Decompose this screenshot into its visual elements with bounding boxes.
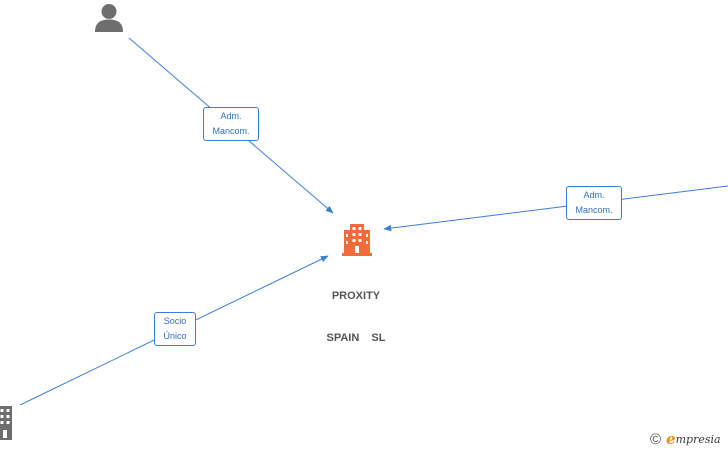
copyright-symbol: © — [650, 430, 662, 448]
focus-company-name-line1: PROXITY — [331, 290, 381, 302]
edge-label-line2: Mancom. — [575, 205, 613, 215]
edge-label-line1: Socio — [163, 316, 187, 326]
edge-label-line1: Adm. — [583, 190, 605, 200]
company-bottom-left-building-icon[interactable] — [0, 404, 18, 440]
brand-logo-text: mpresia — [675, 432, 721, 446]
focus-company-name-line2: SPAIN SL — [326, 332, 386, 344]
edge-label-person-to-focus[interactable]: Adm. Mancom. — [203, 107, 259, 141]
edge-right-to-focus — [383, 185, 728, 232]
edge-label-line2: Único — [163, 331, 187, 341]
edge-label-company-to-focus[interactable]: Socio Único — [154, 312, 196, 346]
empresia-watermark: © e mpresia — [650, 430, 721, 448]
focus-company-building-icon[interactable] — [342, 222, 372, 256]
person-icon[interactable] — [94, 3, 124, 32]
brand-logo-initial: e — [666, 430, 676, 448]
edge-label-right-to-focus[interactable]: Adm. Mancom. — [566, 186, 622, 220]
edge-label-line1: Adm. — [220, 111, 242, 121]
focus-company-name[interactable]: PROXITY SPAIN SL — [313, 261, 399, 359]
edge-label-line2: Mancom. — [212, 126, 250, 136]
